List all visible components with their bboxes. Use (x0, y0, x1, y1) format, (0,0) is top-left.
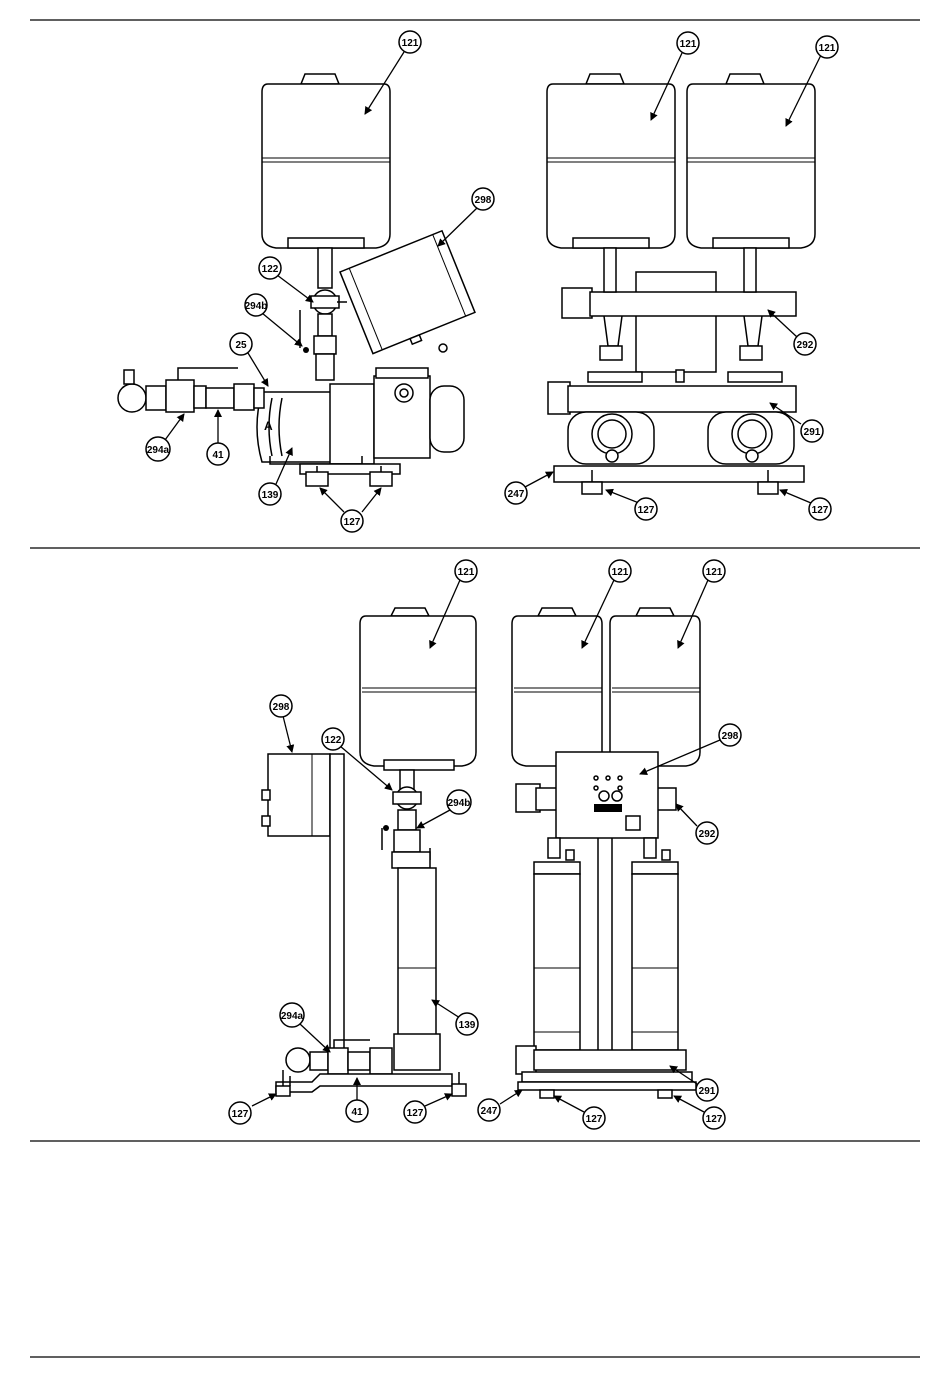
callout-127: 127 (583, 1107, 605, 1129)
callout-298: 298 (472, 188, 494, 210)
svg-text:247: 247 (508, 489, 525, 500)
svg-text:121: 121 (458, 567, 475, 578)
svg-text:127: 127 (407, 1108, 424, 1119)
callout-298: 298 (270, 695, 292, 717)
svg-text:121: 121 (402, 38, 419, 49)
callout-294a: 294a (280, 1003, 304, 1027)
callout-292: 292 (696, 822, 718, 844)
svg-text:292: 292 (699, 829, 716, 840)
svg-text:127: 127 (706, 1114, 723, 1125)
callout-127: 127 (404, 1101, 426, 1123)
svg-text:294b: 294b (448, 798, 471, 809)
svg-text:294a: 294a (281, 1011, 304, 1022)
svg-text:127: 127 (232, 1109, 249, 1120)
svg-text:139: 139 (459, 1020, 476, 1031)
svg-text:127: 127 (344, 517, 361, 528)
callout-122: 122 (259, 257, 281, 279)
view-double-front (547, 74, 815, 494)
callout-122: 122 (322, 728, 344, 750)
callout-121: 121 (816, 36, 838, 58)
callout-294a: 294a (146, 437, 170, 461)
svg-text:298: 298 (273, 702, 290, 713)
view-single-side: A (118, 74, 477, 486)
callout-127: 127 (635, 498, 657, 520)
callout-121: 121 (455, 560, 477, 582)
svg-text:127: 127 (812, 505, 829, 516)
svg-text:139: 139 (262, 490, 279, 501)
callout-127: 127 (341, 510, 363, 532)
callout-294b: 294b (245, 294, 268, 316)
callout-139: 139 (456, 1013, 478, 1035)
svg-text:291: 291 (804, 427, 821, 438)
svg-text:121: 121 (819, 43, 836, 54)
svg-text:294b: 294b (245, 301, 268, 312)
callout-291: 291 (801, 420, 823, 442)
callout-25: 25 (230, 333, 252, 355)
svg-text:122: 122 (325, 735, 342, 746)
svg-text:127: 127 (586, 1114, 603, 1125)
callout-127: 127 (703, 1107, 725, 1129)
svg-text:122: 122 (262, 264, 279, 275)
svg-text:292: 292 (797, 340, 814, 351)
svg-text:291: 291 (699, 1086, 716, 1097)
svg-text:247: 247 (481, 1106, 498, 1117)
callout-298: 298 (719, 724, 741, 746)
view-vertical-double (512, 608, 700, 1098)
svg-text:298: 298 (475, 195, 492, 206)
callout-139: 139 (259, 483, 281, 505)
callout-127: 127 (809, 498, 831, 520)
svg-text:298: 298 (722, 731, 739, 742)
svg-text:41: 41 (212, 450, 224, 461)
callout-294b: 294b (447, 790, 471, 814)
callout-291: 291 (696, 1079, 718, 1101)
callout-247: 247 (505, 482, 527, 504)
svg-text:121: 121 (680, 39, 697, 50)
callout-127: 127 (229, 1102, 251, 1124)
callout-121: 121 (399, 31, 421, 53)
svg-text:121: 121 (612, 567, 629, 578)
callout-41: 41 (346, 1100, 368, 1122)
callout-41: 41 (207, 443, 229, 465)
svg-text:127: 127 (638, 505, 655, 516)
svg-text:25: 25 (235, 340, 247, 351)
svg-text:41: 41 (351, 1107, 363, 1118)
svg-text:A: A (264, 419, 273, 433)
callout-247: 247 (478, 1099, 500, 1121)
svg-text:121: 121 (706, 567, 723, 578)
svg-text:294a: 294a (147, 445, 170, 456)
callout-292: 292 (794, 333, 816, 355)
callout-121: 121 (677, 32, 699, 54)
callout-121: 121 (609, 560, 631, 582)
callout-121: 121 (703, 560, 725, 582)
